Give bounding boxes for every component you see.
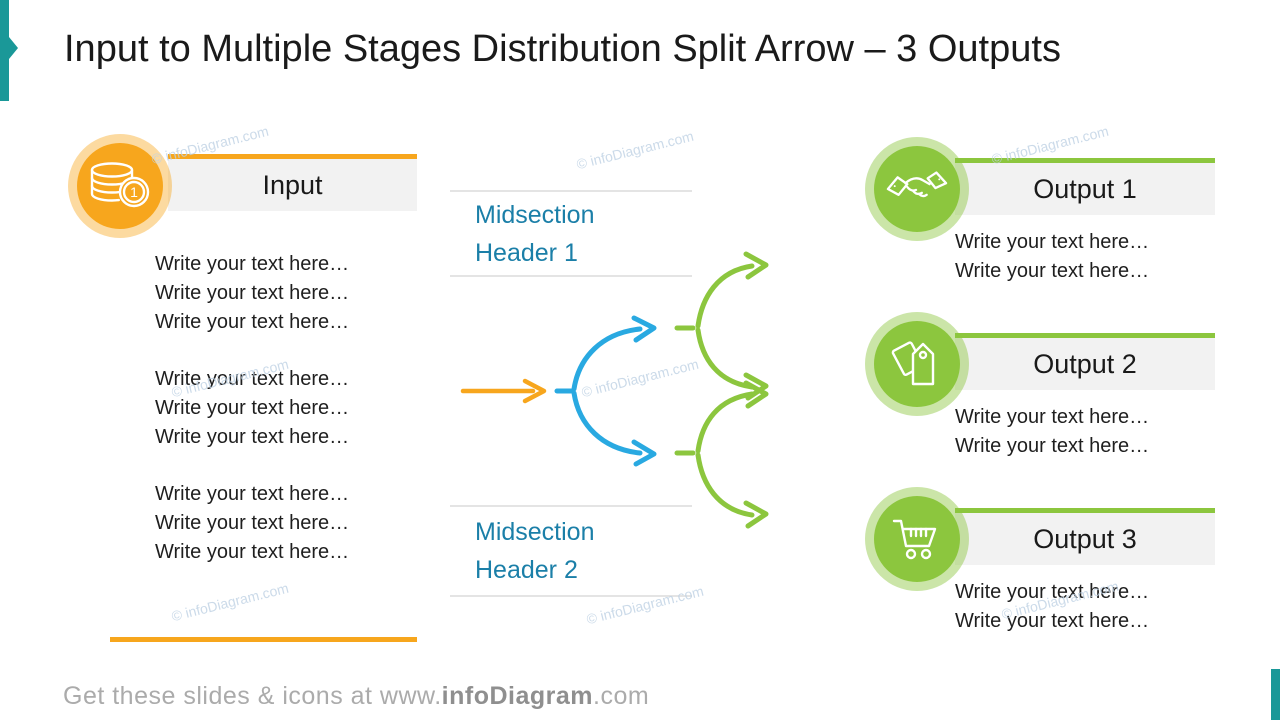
- output-3-icon-circle: [865, 487, 969, 591]
- right-accent-bar: [1271, 669, 1280, 720]
- output-2-text-block: Write your text here… Write your text he…: [955, 403, 1235, 461]
- shopping-cart-icon: [874, 496, 960, 582]
- coin-number: 1: [130, 184, 138, 200]
- output-1-header-label: Output 1: [1033, 173, 1137, 204]
- output-1-text-block: Write your text here… Write your text he…: [955, 228, 1235, 286]
- input-underline: [110, 637, 417, 642]
- midsection-header-1: Midsection Header 1: [450, 190, 692, 277]
- footer-credit: Get these slides & icons at www.infoDiag…: [63, 682, 649, 711]
- placeholder-line: Write your text here…: [155, 253, 350, 275]
- coins-icon: 1: [77, 143, 163, 229]
- output-3-header-bar: Output 3: [955, 508, 1215, 565]
- footer-suffix: .com: [593, 682, 650, 710]
- placeholder-line: Write your text here…: [955, 260, 1150, 282]
- output-2-header-label: Output 2: [1033, 348, 1137, 379]
- input-header-bar: Input: [168, 154, 417, 211]
- footer-brand: infoDiagram: [441, 682, 594, 710]
- output-3-text-block: Write your text here… Write your text he…: [955, 578, 1235, 636]
- midsection-header-2-line2: Header 2: [475, 556, 578, 584]
- split-arrows-diagram: [460, 251, 769, 529]
- placeholder-line: Write your text here…: [955, 581, 1150, 603]
- placeholder-line: Write your text here…: [955, 610, 1150, 632]
- midsection-header-2: Midsection Header 2: [450, 505, 692, 597]
- placeholder-line: Write your text here…: [155, 397, 350, 419]
- blue-split-arrow: [554, 315, 657, 467]
- output-2-icon-circle: [865, 312, 969, 416]
- placeholder-line: Write your text here…: [155, 311, 350, 333]
- input-text-group: Write your text here… Write your text he…: [155, 365, 435, 452]
- placeholder-line: Write your text here…: [955, 406, 1150, 428]
- placeholder-line: Write your text here…: [155, 483, 350, 505]
- input-icon-circle: 1: [68, 134, 172, 238]
- green-split-arrow-bottom: [674, 380, 769, 529]
- handshake-icon: [874, 146, 960, 232]
- left-accent-bar: [0, 0, 9, 101]
- input-text-group: Write your text here… Write your text he…: [155, 250, 435, 337]
- midsection-header-2-line1: Midsection: [475, 518, 595, 546]
- left-accent-arrow-icon: [9, 37, 18, 59]
- page-title: Input to Multiple Stages Distribution Sp…: [64, 28, 1061, 70]
- output-3-header-label: Output 3: [1033, 523, 1137, 554]
- price-tags-icon: [874, 321, 960, 407]
- placeholder-line: Write your text here…: [955, 231, 1150, 253]
- placeholder-line: Write your text here…: [155, 426, 350, 448]
- placeholder-line: Write your text here…: [155, 512, 350, 534]
- midsection-header-1-line2: Header 1: [475, 238, 578, 267]
- input-text-group: Write your text here… Write your text he…: [155, 480, 435, 567]
- placeholder-line: Write your text here…: [955, 435, 1150, 457]
- placeholder-line: Write your text here…: [155, 541, 350, 563]
- input-arrow: [460, 378, 547, 404]
- watermark: © infoDiagram.com: [574, 127, 696, 173]
- output-1-header-bar: Output 1: [955, 158, 1215, 215]
- footer-prefix: Get these slides & icons at www.: [63, 682, 442, 710]
- placeholder-line: Write your text here…: [155, 282, 350, 304]
- input-header-label: Input: [262, 169, 323, 200]
- output-1-icon-circle: [865, 137, 969, 241]
- output-2-header-bar: Output 2: [955, 333, 1215, 390]
- input-text-block: Write your text here… Write your text he…: [155, 250, 435, 595]
- midsection-header-1-line1: Midsection: [475, 200, 595, 229]
- placeholder-line: Write your text here…: [155, 368, 350, 390]
- green-split-arrow-top: [674, 251, 769, 401]
